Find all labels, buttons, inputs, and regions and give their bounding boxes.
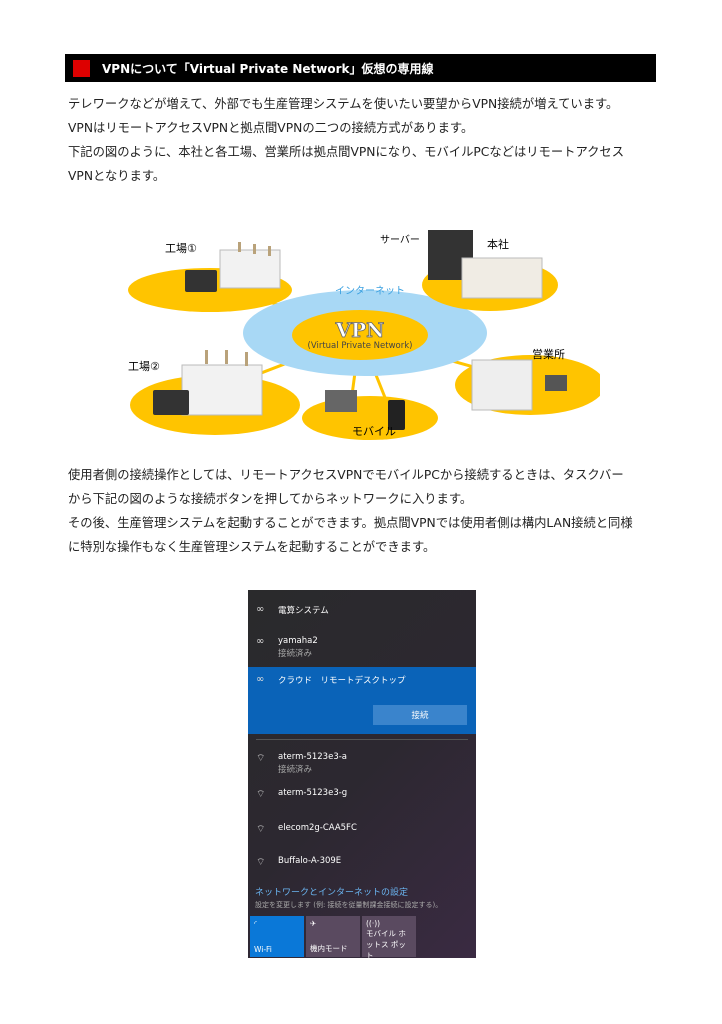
network-name: 電算システム xyxy=(278,606,329,616)
network-settings-link[interactable]: ネットワークとインターネットの設定 xyxy=(255,888,409,898)
tile-label: Wi-Fi xyxy=(254,945,272,954)
network-name: Buffalo-A-309E xyxy=(278,856,342,866)
factory2-terminal xyxy=(153,390,189,415)
red-square-icon xyxy=(73,59,90,77)
factory1-building xyxy=(219,242,281,289)
wifi-item[interactable]: ⌔ elecom2g-CAA5FC xyxy=(248,823,476,836)
wifi-tile[interactable]: ◜ Wi-Fi xyxy=(250,916,304,957)
label-factory1: 工場① xyxy=(165,242,197,255)
network-name: elecom2g-CAA5FC xyxy=(278,823,357,833)
network-flyout: 接続 ∞ 電算システム ∞ yamaha2 接続済み ∞ クラウド リモートデスクトップ… xyxy=(248,590,476,960)
body-text: 使用者側の接続操作としては、リモートアクセスVPNでモバイルPCから接続するとき… xyxy=(68,463,668,559)
label-server: サーバー xyxy=(380,234,420,246)
intro-line: VPNはリモートアクセスVPNと拠点間VPNの二つの接続方式があります。 xyxy=(68,121,474,135)
vpn-icon: ∞ xyxy=(256,674,265,685)
divider xyxy=(256,739,468,740)
intro-line: VPNとなります。 xyxy=(68,169,166,183)
network-name: クラウド リモートデスクトップ xyxy=(278,676,406,686)
label-vpn: VPN xyxy=(335,318,385,342)
section-title: VPNについて「Virtual Private Network」仮想の専用線 xyxy=(102,61,434,76)
airplane-icon: ✈ xyxy=(310,919,317,928)
intro-text: テレワークなどが増えて、外部でも生産管理システムを使いたい要望からVPN接続が増… xyxy=(68,92,668,188)
body-line: から下記の図のような接続ボタンを押してからネットワークに入ります。 xyxy=(68,492,473,506)
network-name: yamaha2 xyxy=(278,636,318,646)
factory1-terminal xyxy=(185,270,217,292)
intro-line: テレワークなどが増えて、外部でも生産管理システムを使いたい要望からVPN接続が増… xyxy=(68,97,619,111)
vpn-diagram: 工場① 工場② サーバー 本社 営業所 モバイル インターネット VPN (Vi… xyxy=(128,230,600,440)
label-factory2: 工場② xyxy=(128,360,160,373)
tile-label: モバイル ホットス ポット xyxy=(366,929,406,960)
label-hq: 本社 xyxy=(487,237,509,251)
label-sales: 営業所 xyxy=(532,347,565,361)
body-line: に特別な操作もなく生産管理システムを起動することができます。 xyxy=(68,540,436,554)
mobile-laptop xyxy=(325,390,357,412)
wifi-lock-icon: ⌔ xyxy=(256,824,266,835)
wifi-lock-icon: ⌔ xyxy=(256,857,266,868)
body-line: 使用者側の接続操作としては、リモートアクセスVPNでモバイルPCから接続するとき… xyxy=(68,468,624,482)
network-settings-desc: 設定を変更します (例: 接続を従量制課金接続に設定する)。 xyxy=(255,901,443,909)
hotspot-icon: ((·)) xyxy=(366,919,381,928)
network-status: 接続済み xyxy=(278,649,313,659)
hq-building xyxy=(461,257,543,299)
sales-building xyxy=(471,359,533,411)
wifi-item[interactable]: ⌔ Buffalo-A-309E xyxy=(248,856,476,869)
label-internet: インターネット xyxy=(335,285,405,297)
network-name: aterm-5123e3-a xyxy=(278,752,348,762)
vpn-item-selected[interactable]: ∞ クラウド リモートデスクトップ xyxy=(248,674,476,686)
vpn-item[interactable]: ∞ yamaha2 接続済み xyxy=(248,636,476,659)
factory2-building xyxy=(181,350,263,416)
sales-laptop xyxy=(545,375,567,391)
intro-line: 下記の図のように、本社と各工場、営業所は拠点間VPNになり、モバイルPCなどはリ… xyxy=(68,145,625,159)
body-line: その後、生産管理システムを起動することができます。拠点間VPNでは使用者側は構内… xyxy=(68,516,633,530)
selected-vpn-highlight: 接続 xyxy=(248,667,476,734)
airplane-mode-tile[interactable]: ✈ 機内モード xyxy=(306,916,360,957)
network-status: 接続済み xyxy=(278,765,313,775)
section-header: VPNについて「Virtual Private Network」仮想の専用線 xyxy=(65,54,656,82)
wifi-item[interactable]: ⌔ aterm-5123e3-a 接続済み xyxy=(248,752,476,775)
network-name: aterm-5123e3-g xyxy=(278,788,348,798)
vpn-item[interactable]: ∞ 電算システム xyxy=(248,604,476,616)
connect-button[interactable]: 接続 xyxy=(373,705,467,725)
mobile-hotspot-tile[interactable]: ((·))モバイル ホットス ポット xyxy=(362,916,416,960)
tile-label: 機内モード xyxy=(310,944,348,953)
label-mobile: モバイル xyxy=(352,425,396,438)
vpn-icon: ∞ xyxy=(256,604,265,615)
vpn-icon: ∞ xyxy=(256,636,265,647)
wifi-icon: ◜ xyxy=(254,919,257,928)
wifi-lock-icon: ⌔ xyxy=(256,789,266,800)
wifi-lock-icon: ⌔ xyxy=(256,753,266,764)
smartphone xyxy=(388,400,405,430)
wifi-item[interactable]: ⌔ aterm-5123e3-g xyxy=(248,788,476,801)
vpn-hub xyxy=(292,310,428,360)
label-vpn-full: (Virtual Private Network) xyxy=(308,341,413,351)
